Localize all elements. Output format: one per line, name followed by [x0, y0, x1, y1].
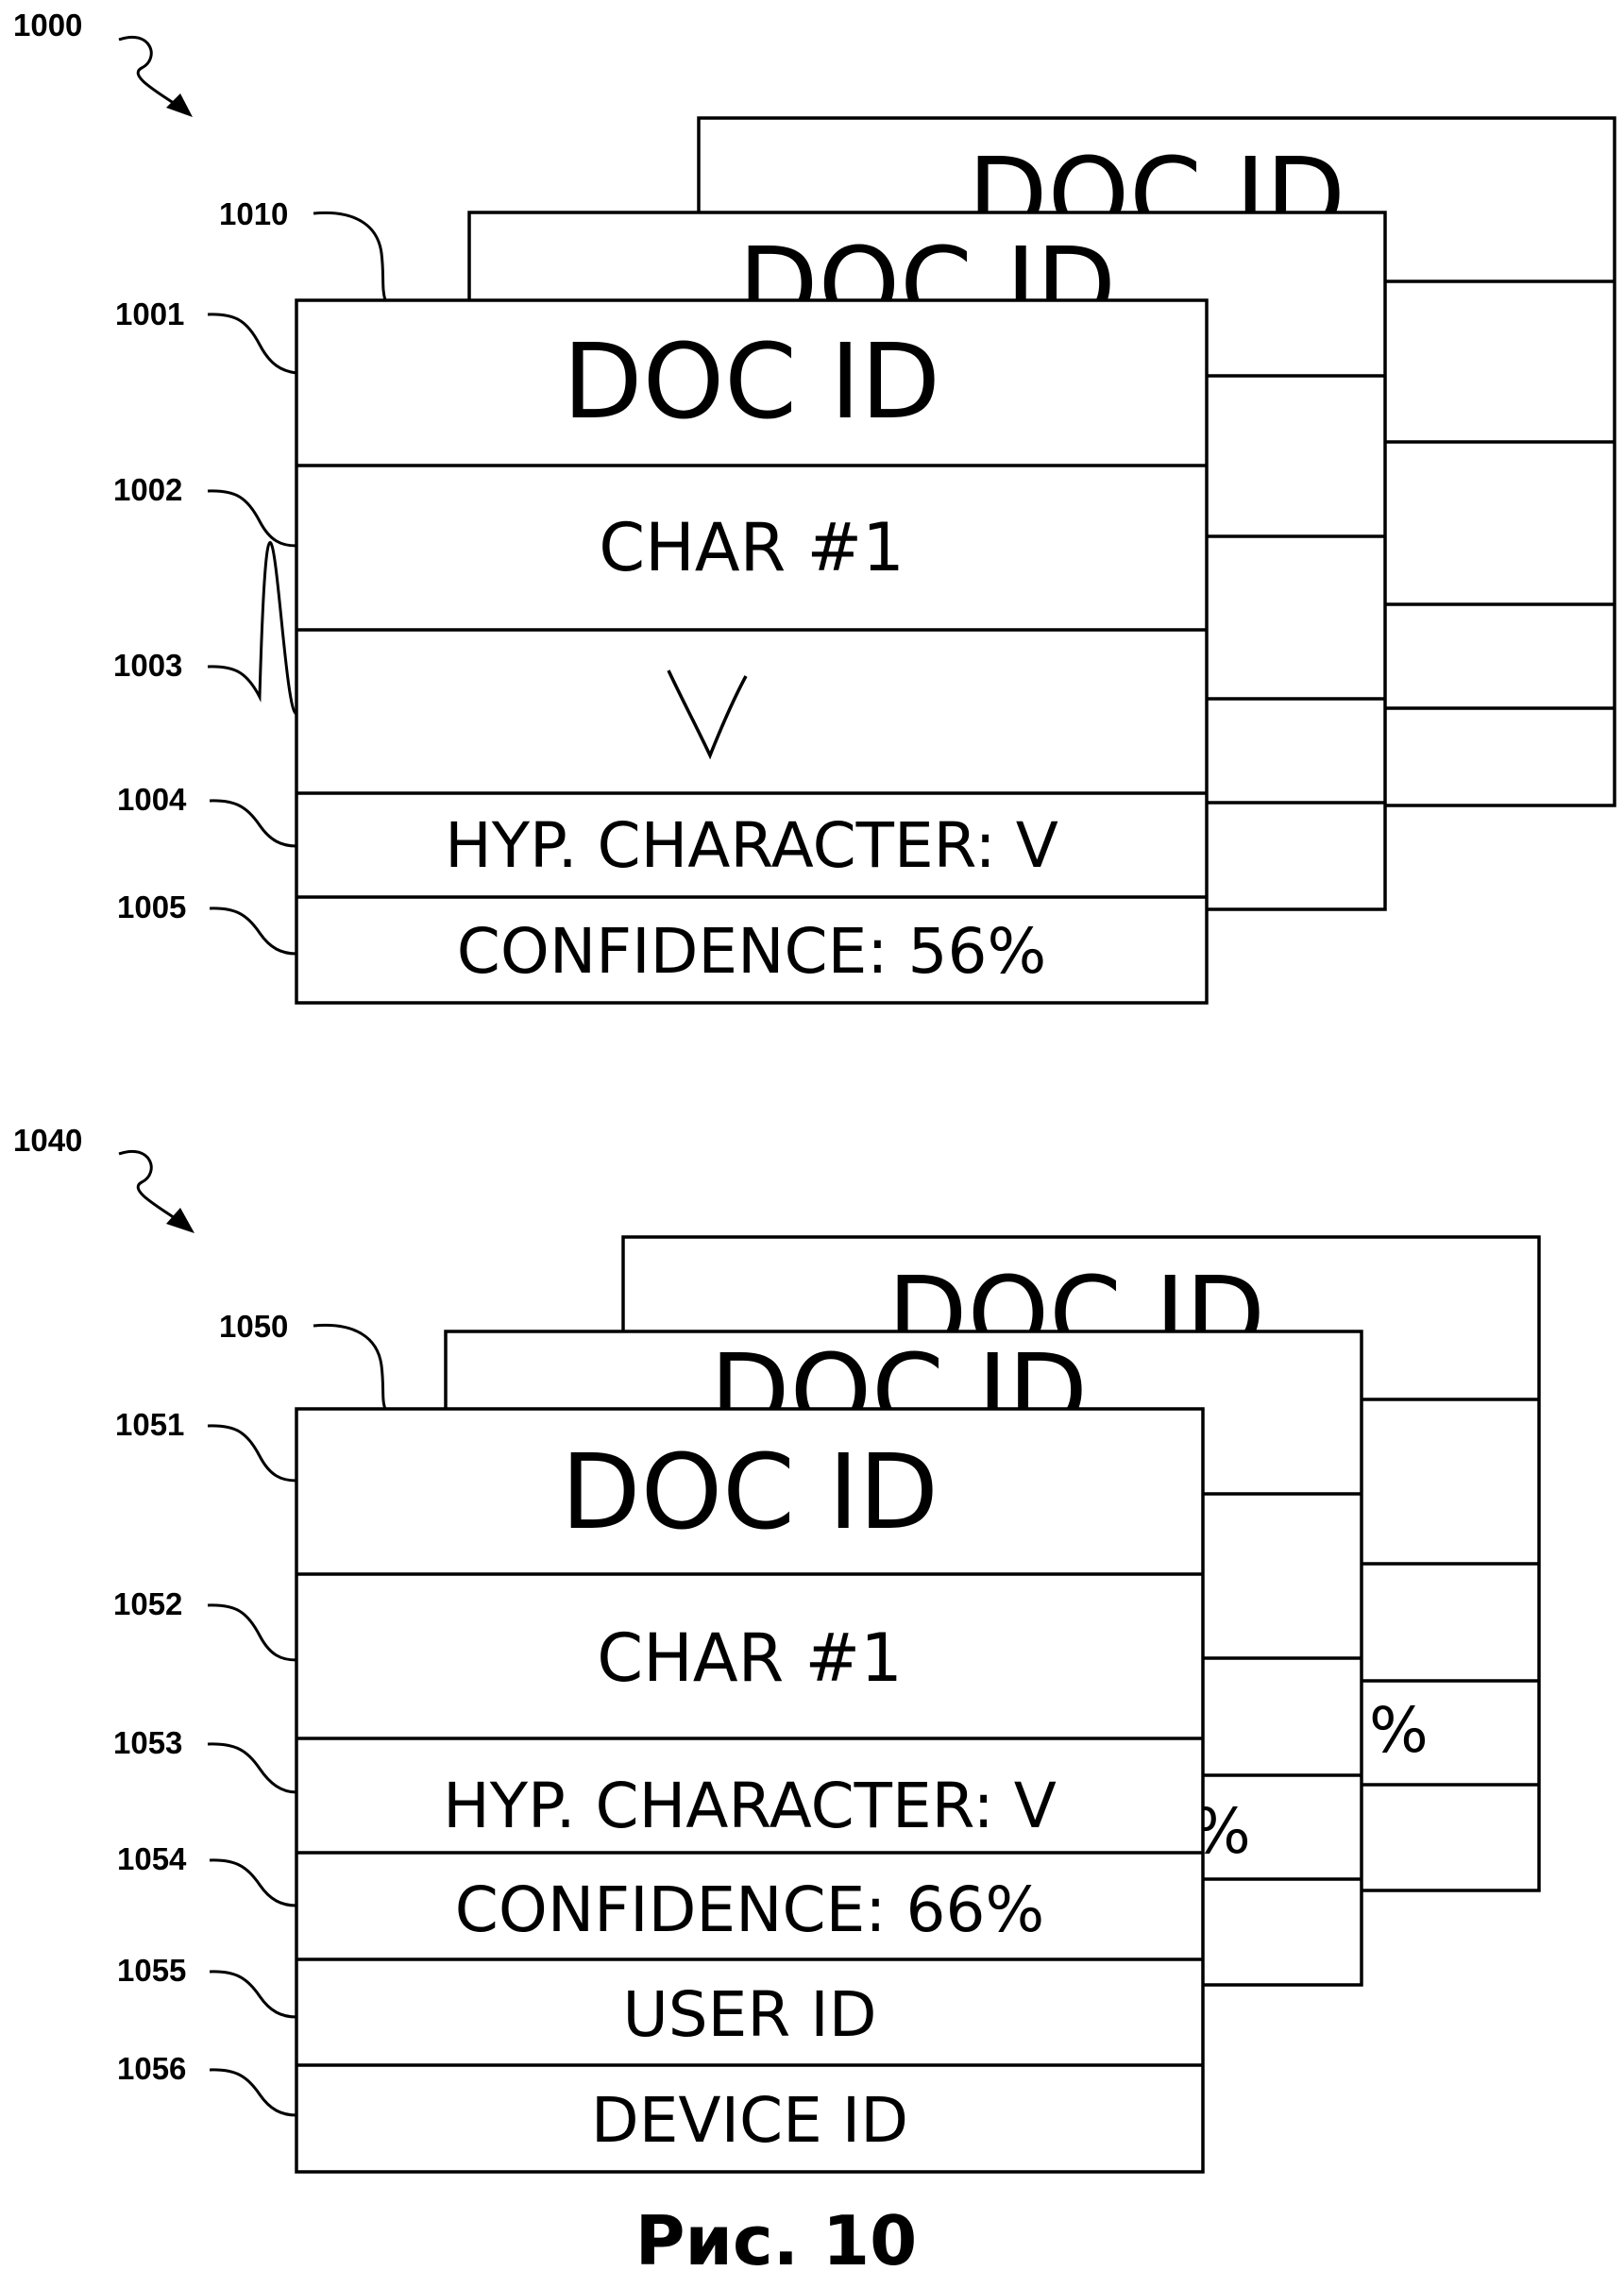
- ref-1055-label: 1055: [117, 1953, 186, 1988]
- ref-1001-label: 1001: [115, 297, 184, 331]
- ref-1001-leader: [208, 314, 296, 373]
- front-card-user-id: USER ID: [622, 1978, 876, 2051]
- front-card-hyp: HYP. CHARACTER: V: [445, 809, 1058, 882]
- back-card-peek: %: [1369, 1694, 1429, 1767]
- front-card-bottom: DOC ID CHAR #1 HYP. CHARACTER: V CONFIDE…: [296, 1409, 1203, 2172]
- ref-1000-arrowhead: [166, 93, 193, 117]
- front-card-title-bottom: DOC ID: [561, 1432, 939, 1552]
- ref-1051-label: 1051: [115, 1407, 184, 1442]
- ref-1002-label: 1002: [113, 472, 182, 507]
- front-card-title: DOC ID: [563, 321, 940, 442]
- ref-1003-label: 1003: [113, 648, 182, 683]
- ref-1004-label: 1004: [117, 782, 187, 817]
- ref-1050-leader: [313, 1325, 385, 1409]
- ref-1040-arrowhead: [166, 1208, 195, 1233]
- ref-1005-label: 1005: [117, 890, 186, 924]
- ref-1050-label: 1050: [219, 1309, 288, 1344]
- ref-1004-leader: [210, 801, 296, 846]
- ref-1010-label: 1010: [219, 196, 288, 231]
- ref-1000-arrow: [119, 37, 178, 106]
- ref-1052-label: 1052: [113, 1586, 182, 1621]
- front-card-confidence: CONFIDENCE: 56%: [457, 915, 1046, 988]
- ref-1054-label: 1054: [117, 1841, 187, 1876]
- ref-1040-label: 1040: [13, 1123, 82, 1158]
- ref-1056-leader: [210, 2070, 296, 2115]
- ref-1002-leader: [208, 491, 296, 546]
- ref-1053-leader: [208, 1744, 296, 1792]
- front-card-confidence-bottom: CONFIDENCE: 66%: [455, 1873, 1044, 1946]
- front-card-char: CHAR #1: [599, 509, 904, 586]
- diagram-bottom: 1040 DOC ID % DOC ID %: [13, 1123, 1539, 2172]
- ref-1054-leader: [210, 1860, 296, 1906]
- front-card-char-bottom: CHAR #1: [597, 1619, 902, 1697]
- ref-1051-leader: [208, 1426, 296, 1481]
- diagram-top: 1000 DOC ID DOC ID DOC: [13, 8, 1615, 1003]
- ref-1000-label: 1000: [13, 8, 82, 42]
- ref-1040-arrow: [119, 1151, 178, 1220]
- figure-caption: Рис. 10: [635, 2201, 918, 2280]
- ref-1056-label: 1056: [117, 2051, 186, 2086]
- ref-1003-leader: [208, 543, 296, 714]
- front-card-top: DOC ID CHAR #1 V HYP. CHARACTER: V CONFI…: [296, 300, 1207, 1003]
- ref-1010-leader: [313, 212, 385, 300]
- ref-1005-leader: [210, 908, 296, 954]
- ref-1055-leader: [210, 1972, 296, 2017]
- front-card-device-id: DEVICE ID: [591, 2084, 908, 2157]
- ref-1053-label: 1053: [113, 1725, 182, 1760]
- ref-1052-leader: [208, 1605, 296, 1660]
- front-card-hyp-bottom: HYP. CHARACTER: V: [443, 1770, 1057, 1842]
